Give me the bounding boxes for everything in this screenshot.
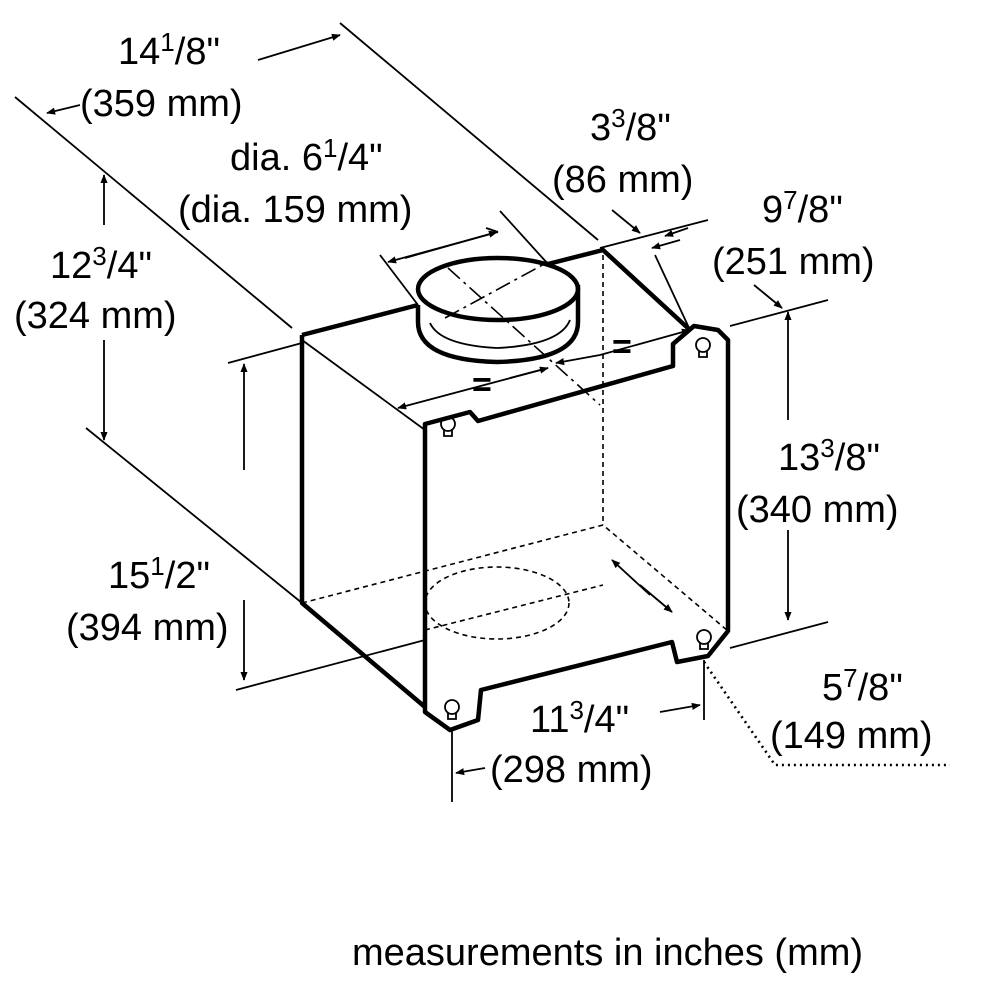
duct-diameter-mm-label: (dia. 159 mm) xyxy=(178,189,412,231)
duct-offset-mm-label: (86 mm) xyxy=(552,159,693,201)
width-side-mm-label: (251 mm) xyxy=(712,241,875,283)
box-top-back-edge xyxy=(301,302,419,338)
duct-centerline-b xyxy=(444,261,549,319)
box-front-plate xyxy=(422,323,731,733)
box-body xyxy=(299,247,731,733)
duct-diameter-inches-label: dia. 61/4" xyxy=(230,133,383,179)
keyhole-slot-top-right xyxy=(695,337,711,358)
hole-spacing-inches-label: 113/4" xyxy=(530,695,629,741)
units-caption: measurements in inches (mm) xyxy=(352,932,863,974)
keyhole-slot-bottom-right xyxy=(696,629,712,650)
equal-sign-right: = xyxy=(612,328,632,366)
width-side-inches-label: 97/8" xyxy=(762,185,843,231)
duct-offset-inches-label: 33/8" xyxy=(590,103,671,149)
width-overall-mm-label: (359 mm) xyxy=(80,83,243,125)
keyhole-slot-bottom-left xyxy=(444,699,460,720)
duct-collar xyxy=(415,255,601,406)
hole-spacing-mm-label: (298 mm) xyxy=(490,749,653,791)
hidden-bottom-duct-opening xyxy=(424,566,570,640)
hole-depth-inches-label: 57/8" xyxy=(822,663,903,709)
depth-top-mm-label: (324 mm) xyxy=(14,295,177,337)
box-plate-inner-line xyxy=(477,365,674,422)
keyhole-slot-top-left xyxy=(440,416,456,437)
hidden-bottom-inner-edge xyxy=(424,584,604,631)
box-top-front-edge xyxy=(301,339,426,431)
equal-sign-left: = xyxy=(472,366,492,404)
box-top-back-edge-right xyxy=(547,247,692,332)
width-overall-inches-label: 141/8" xyxy=(118,27,220,73)
height-left-inches-label: 151/2" xyxy=(108,551,210,597)
box-left-face xyxy=(299,335,427,709)
hole-depth-mm-label: (149 mm) xyxy=(770,715,933,757)
hidden-bottom-back-edge xyxy=(301,524,729,632)
depth-top-inches-label: 123/4" xyxy=(50,241,152,287)
duct-centerline-a xyxy=(447,267,601,406)
height-right-inches-label: 133/8" xyxy=(778,433,880,479)
height-left-mm-label: (394 mm) xyxy=(66,607,229,649)
dimension-lines xyxy=(14,22,950,802)
height-right-mm-label: (340 mm) xyxy=(736,489,899,531)
